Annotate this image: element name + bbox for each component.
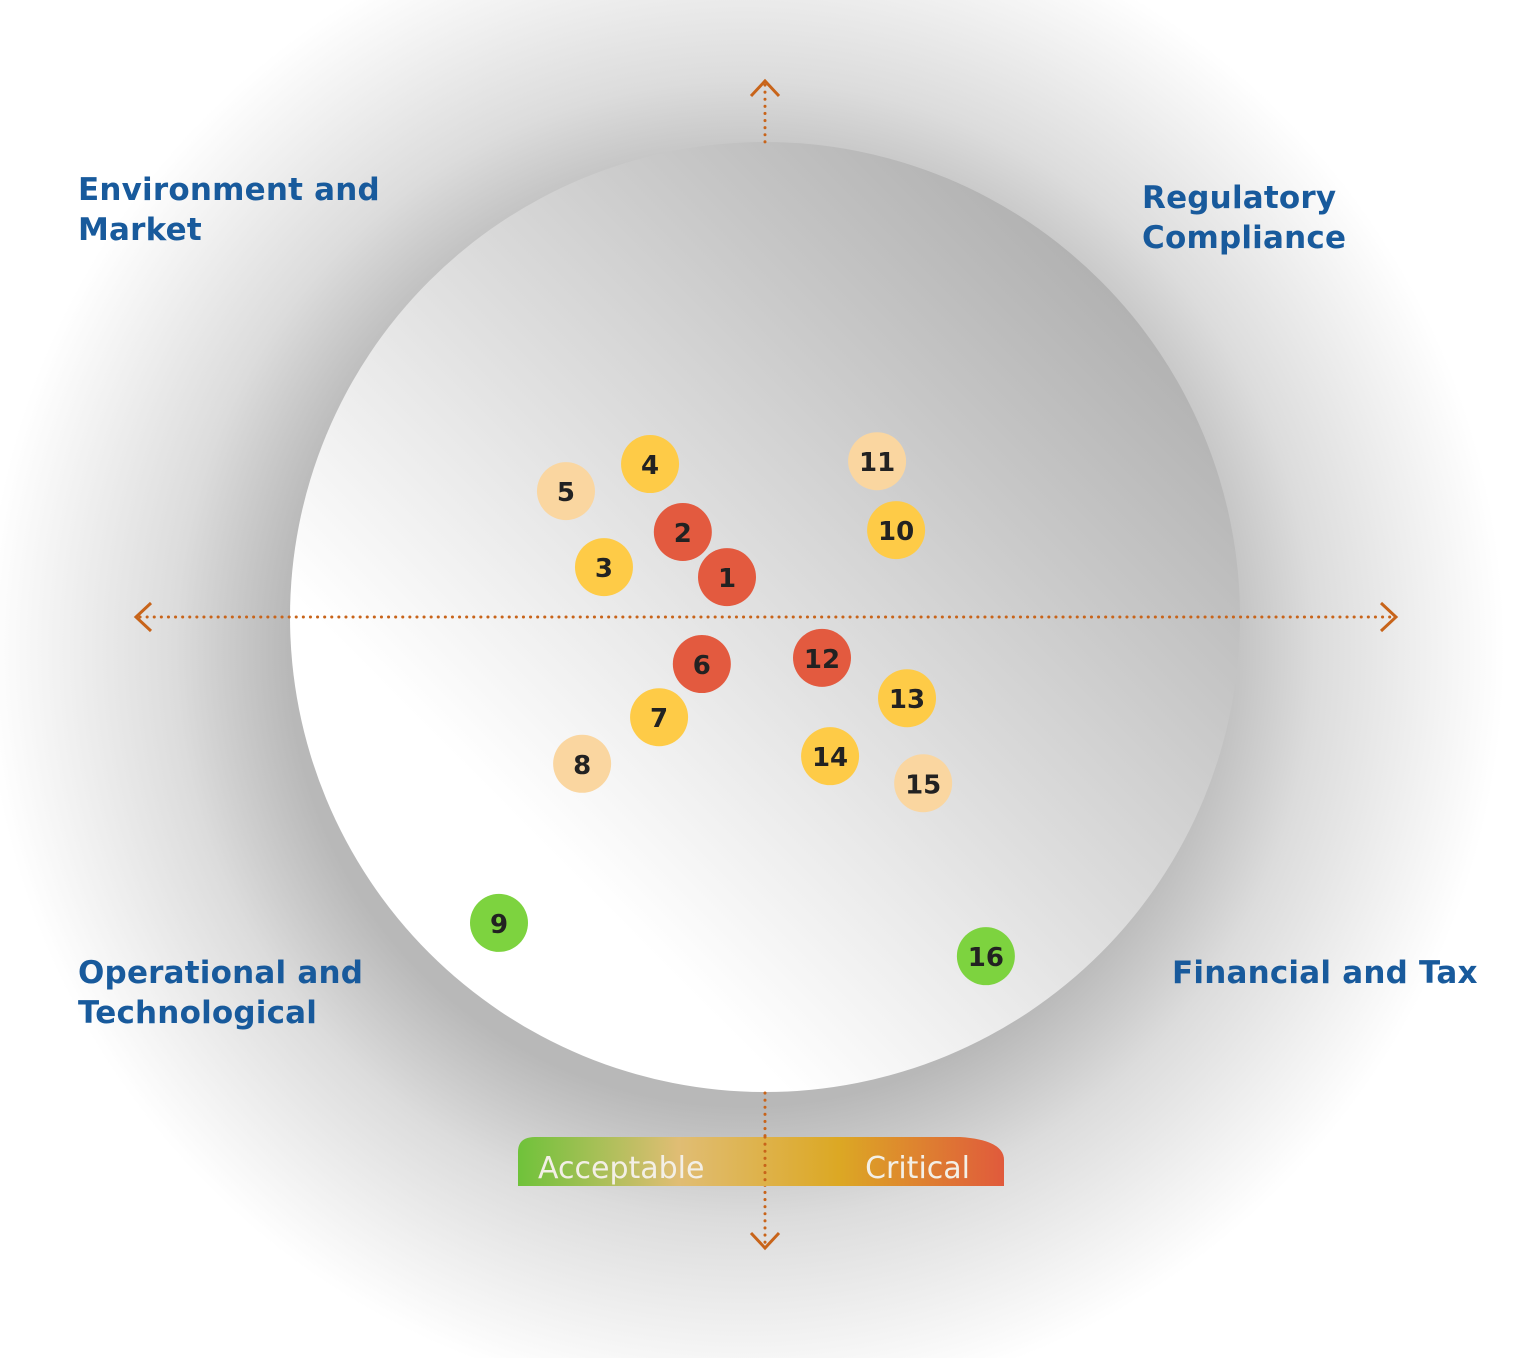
risk-point-14: 14 xyxy=(801,727,860,786)
risk-point-marker xyxy=(878,669,937,728)
risk-point-label: 14 xyxy=(812,743,848,773)
arrow-down-icon xyxy=(749,1231,781,1251)
risk-point-marker xyxy=(867,501,926,560)
quadrant-label-line: Environment and xyxy=(78,172,380,208)
risk-point-marker xyxy=(653,502,712,561)
arrow-left-icon xyxy=(133,601,153,633)
risk-point-label: 11 xyxy=(859,448,895,478)
quadrant-financial-tax: Financial and Tax xyxy=(1172,953,1478,993)
arrow-up-icon xyxy=(749,78,781,98)
risk-point-13: 13 xyxy=(878,669,937,728)
risk-point-label: 3 xyxy=(595,554,613,584)
risk-point-marker xyxy=(536,462,595,521)
risk-point-1: 1 xyxy=(698,548,756,607)
risk-point-12: 12 xyxy=(793,628,851,687)
quadrant-regulatory-compliance: Regulatory Compliance xyxy=(1142,178,1533,258)
risk-point-marker xyxy=(848,432,907,491)
risk-point-marker xyxy=(793,628,851,687)
quadrant-operational-technological: Operational and Technological xyxy=(78,953,363,1033)
risk-point-marker xyxy=(621,435,680,494)
risk-point-label: 13 xyxy=(889,685,925,715)
quadrant-label-line: Technological xyxy=(78,995,318,1031)
quadrant-label-line: Financial and Tax xyxy=(1172,955,1478,991)
risk-point-label: 5 xyxy=(557,478,575,508)
risk-point-marker xyxy=(672,635,731,694)
risk-point-label: 16 xyxy=(968,943,1004,973)
risk-point-marker xyxy=(630,688,689,747)
risk-point-marker xyxy=(956,927,1015,986)
risk-point-marker xyxy=(574,538,633,597)
risk-point-marker xyxy=(894,754,953,813)
risk-point-2: 2 xyxy=(653,502,712,561)
risk-point-label: 4 xyxy=(641,451,659,481)
risk-point-5: 5 xyxy=(536,462,595,521)
risk-point-label: 7 xyxy=(650,704,668,734)
risk-point-marker xyxy=(553,734,612,793)
risk-point-marker xyxy=(470,893,528,952)
risk-point-label: 12 xyxy=(804,645,840,675)
risk-point-4: 4 xyxy=(621,435,680,494)
risk-point-7: 7 xyxy=(630,688,689,747)
risk-point-15: 15 xyxy=(894,754,953,813)
risk-point-label: 15 xyxy=(905,770,941,800)
risk-point-16: 16 xyxy=(956,927,1015,986)
quadrant-label-line: Operational and xyxy=(78,955,364,991)
risk-point-marker xyxy=(698,548,756,607)
risk-point-10: 10 xyxy=(867,501,926,560)
risk-point-3: 3 xyxy=(574,538,633,597)
quadrant-label-line: Regulatory Compliance xyxy=(1142,180,1347,256)
legend-bar: Acceptable Critical xyxy=(518,1135,1004,1188)
risk-point-label: 10 xyxy=(878,517,914,547)
risk-point-label: 6 xyxy=(693,651,711,681)
risk-point-6: 6 xyxy=(672,635,731,694)
risk-point-label: 2 xyxy=(674,519,692,549)
arrow-right-icon xyxy=(1379,601,1399,633)
legend-critical-label: Critical xyxy=(865,1151,970,1186)
risk-point-marker xyxy=(801,727,860,786)
risk-point-label: 8 xyxy=(573,751,591,781)
risk-point-label: 9 xyxy=(490,910,508,940)
quadrant-environment-market: Environment and Market xyxy=(78,170,380,250)
risk-point-9: 9 xyxy=(470,893,528,952)
risk-point-label: 1 xyxy=(718,564,736,594)
legend-acceptable-label: Acceptable xyxy=(538,1151,704,1186)
quadrant-label-line: Market xyxy=(78,212,202,248)
risk-point-8: 8 xyxy=(553,734,612,793)
risk-point-11: 11 xyxy=(848,432,907,491)
axes xyxy=(133,78,1399,1251)
